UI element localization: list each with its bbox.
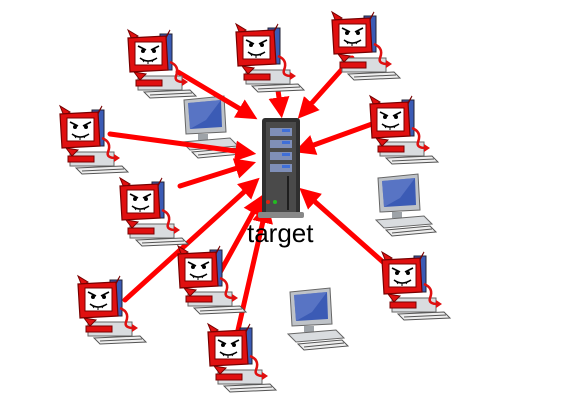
- server-icon: [258, 118, 304, 218]
- devil-computer-icon: [126, 28, 198, 100]
- target-label: target: [247, 218, 314, 248]
- devil-computer-icon: [234, 22, 306, 94]
- desktop-computer-icon: [287, 287, 349, 351]
- devil-computer-icon: [118, 176, 190, 248]
- attack-arrow: [177, 158, 257, 189]
- devil-computer-icon: [176, 244, 248, 316]
- attack-arrow: [175, 69, 258, 120]
- devil-computer-icon: [76, 274, 148, 346]
- devil-computer-icon: [380, 250, 452, 322]
- devil-computer-icon: [206, 322, 278, 394]
- desktop-computer-icon: [375, 173, 437, 237]
- devil-computer-icon: [368, 94, 440, 166]
- devil-computer-icon: [330, 10, 402, 82]
- attack-arrow: [107, 131, 257, 162]
- attack-arrow: [122, 177, 260, 303]
- attack-arrow: [294, 121, 375, 155]
- attack-arrow: [299, 187, 395, 273]
- devil-computer-icon: [58, 104, 130, 176]
